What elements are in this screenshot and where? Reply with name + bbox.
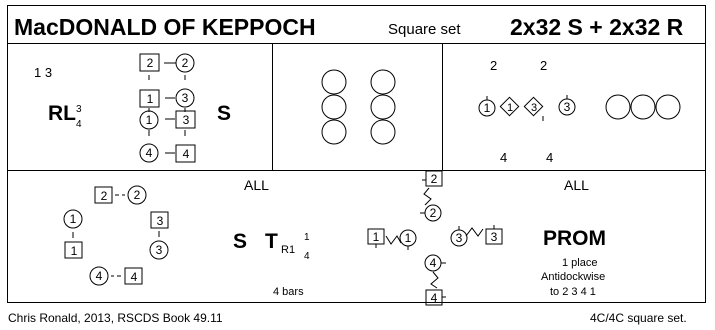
bar3-man-1-icon: [499, 96, 520, 117]
bar4-token-6: 3: [156, 243, 163, 257]
bar5-token-1: 2: [431, 172, 438, 186]
dance-card: [7, 5, 706, 303]
footer-set: 4C/4C square set.: [590, 311, 687, 325]
bar1-woman-3-icon: [175, 88, 195, 108]
bar5-token-7: 4: [430, 256, 437, 270]
bar1-token-7: 4: [146, 146, 153, 160]
bar4-woman-3-icon: [149, 240, 169, 260]
bar5-token-5: 3: [456, 231, 463, 245]
bar1-token-2: 2: [182, 56, 189, 70]
bar3-circle-3: [655, 94, 681, 120]
bar1-woman-2-icon: [175, 53, 195, 73]
bar4-token-8: 4: [131, 270, 138, 284]
bar1-man-2-icon: [139, 53, 160, 72]
bar4-bars: 4 bars: [273, 286, 304, 298]
bar5-man-2-icon: [425, 170, 443, 187]
bar6-line3: to 2 3 4 1: [550, 286, 596, 298]
bar2-circle-5: [370, 94, 396, 120]
col-divider-1: [272, 44, 273, 171]
bar1-token-5: 1: [146, 113, 153, 127]
bar1-token-6: 3: [183, 113, 190, 127]
bar4-woman-2-icon: [127, 185, 147, 205]
bar4-token-2: 2: [134, 188, 141, 202]
bar1-man-4-icon: [175, 144, 196, 163]
bar1-figure-sub: 4: [76, 119, 82, 130]
bar1-token-1: 2: [147, 56, 154, 70]
bar4-man-2-icon: [94, 186, 113, 204]
bar4-token-5: 1: [71, 244, 78, 258]
bar1-figure: RL: [48, 102, 76, 125]
bar5-token-6: 3: [491, 230, 498, 244]
bar1-figure-sup: 3: [76, 104, 82, 115]
header-divider: [8, 43, 705, 44]
bar3-token-2: 1: [507, 102, 513, 114]
bar5-token-3: 1: [373, 230, 380, 244]
bar4-token-4: 3: [157, 214, 164, 228]
bar5-token-8: 4: [431, 291, 438, 305]
set-type: Square set: [388, 21, 461, 38]
bar3-circle-2: [630, 94, 656, 120]
bar4-man-3-icon: [150, 211, 169, 229]
dance-format: 2x32 S + 2x32 R: [510, 14, 684, 40]
bar3-circle-1: [605, 94, 631, 120]
footer-credit: Chris Ronald, 2013, RSCDS Book 49.11: [8, 311, 223, 325]
bar4-top: ALL: [244, 177, 269, 193]
bar4-letter-t: T: [265, 230, 278, 253]
bar2-circle-1: [321, 69, 347, 95]
bar4-t-sup: 1: [304, 232, 310, 243]
bar3-bottom-label-2: 4: [546, 150, 554, 165]
bar4-man-4-icon: [124, 267, 143, 285]
bar3-token-1: 1: [484, 101, 491, 115]
bar1-left-top: 1 3: [34, 65, 53, 80]
bar1-token-8: 4: [183, 147, 190, 161]
bar3-man-3-icon: [523, 96, 544, 117]
bar6-title: PROM: [543, 227, 606, 250]
row-divider: [8, 170, 705, 171]
bar3-token-4: 3: [564, 100, 571, 114]
bar4-woman-4-icon: [89, 266, 109, 286]
bar3-token-3: 3: [531, 102, 537, 114]
bar1-woman-4-icon: [139, 143, 159, 163]
bar2-circle-2: [321, 94, 347, 120]
bar5-token-4: 1: [405, 231, 412, 245]
bar1-token-3: 1: [147, 92, 154, 106]
bar2-circle-6: [370, 119, 396, 145]
bar3-bottom-label-1: 4: [500, 150, 508, 165]
bar4-t-sub2: 4: [304, 251, 310, 262]
col-divider-2: [442, 44, 443, 171]
bar4-token-1: 2: [101, 189, 108, 203]
bar4-letter-s: S: [233, 230, 248, 253]
bar4-token-7: 4: [96, 269, 103, 283]
bar6-line1: 1 place: [562, 257, 598, 269]
bar3-top-label-2: 2: [540, 58, 548, 73]
bar1-token-4: 3: [182, 91, 189, 105]
bar1-letter: S: [217, 102, 232, 125]
bar6-top: ALL: [564, 177, 589, 193]
bar4-t-sub: R1: [281, 244, 296, 256]
dance-title: MacDONALD OF KEPPOCH: [14, 14, 316, 40]
bar3-top-label-1: 2: [490, 58, 498, 73]
bar1-man-3-icon: [175, 110, 196, 129]
bar1-man-1-icon: [139, 89, 160, 108]
bar2-circle-4: [370, 69, 396, 95]
bar4-woman-1-icon: [63, 209, 83, 229]
bar6-line2: Antidockwise: [541, 271, 606, 283]
bar1-woman-1-icon: [139, 110, 159, 130]
bar4-man-1-icon: [64, 241, 83, 259]
bar2-circle-3: [321, 119, 347, 145]
bar5-token-2: 2: [430, 206, 437, 220]
bar4-token-3: 1: [70, 212, 77, 226]
